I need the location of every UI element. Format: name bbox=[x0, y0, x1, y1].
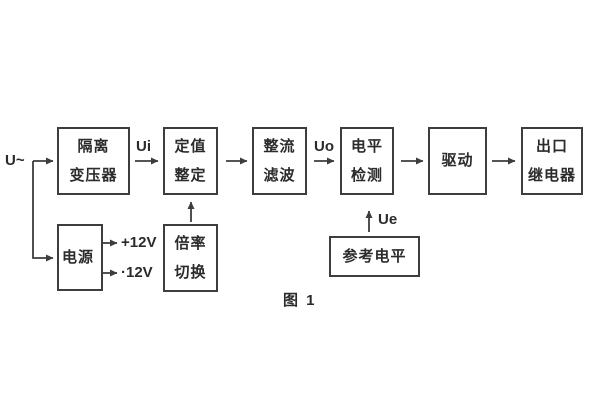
label-input-voltage: U~ bbox=[5, 152, 25, 169]
block-drive: 驱动 bbox=[428, 127, 487, 195]
block-label: 滤波 bbox=[263, 166, 296, 184]
block-label: 倍率 bbox=[174, 234, 207, 252]
block-level-detect: 电平 检测 bbox=[340, 127, 394, 195]
block-isolation-transformer: 隔离 变压器 bbox=[57, 127, 130, 195]
block-output-relay: 出口 继电器 bbox=[521, 127, 583, 195]
block-label: 定值 bbox=[174, 137, 207, 155]
block-label: 电平 bbox=[350, 137, 383, 155]
block-label: 电源 bbox=[62, 248, 95, 266]
wire-input-to-power bbox=[32, 161, 54, 262]
label-signal-ui: Ui bbox=[136, 138, 151, 155]
block-ratio-switch: 倍率 切换 bbox=[163, 224, 218, 292]
label-signal-uo: Uo bbox=[314, 138, 334, 155]
block-label: 切换 bbox=[174, 263, 207, 281]
block-label: 出口 bbox=[535, 137, 568, 155]
block-label: 继电器 bbox=[527, 166, 576, 184]
block-label: 检测 bbox=[350, 166, 383, 184]
block-label: 整定 bbox=[174, 166, 207, 184]
block-rectify-filter: 整流 滤波 bbox=[252, 127, 307, 195]
label-signal-ue: Ue bbox=[378, 211, 398, 228]
block-reference-level: 参考电平 bbox=[329, 236, 420, 277]
block-value-setting: 定值 整定 bbox=[163, 127, 218, 195]
block-label: 参考电平 bbox=[342, 247, 407, 265]
block-label: 变压器 bbox=[69, 166, 118, 184]
label-rail-plus12v: +12V bbox=[121, 234, 157, 251]
figure-caption: 图 1 bbox=[283, 292, 317, 309]
block-label: 隔离 bbox=[77, 137, 110, 155]
block-label: 驱动 bbox=[441, 152, 474, 169]
label-rail-minus12v: ·12V bbox=[121, 264, 153, 281]
block-label: 整流 bbox=[263, 137, 296, 155]
block-power-supply: 电源 bbox=[57, 224, 103, 291]
